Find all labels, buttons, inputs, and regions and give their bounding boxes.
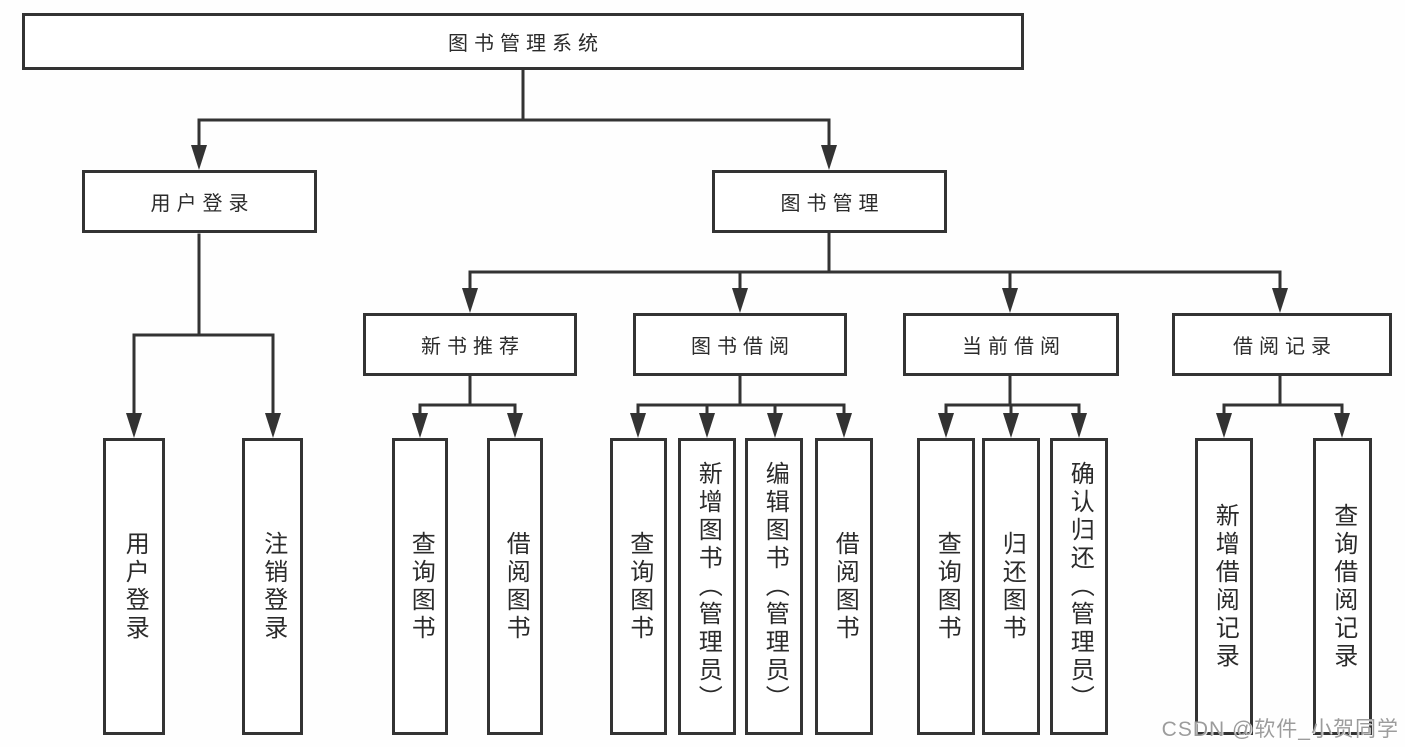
arrowhead-icon bbox=[938, 413, 954, 438]
node-label: 编辑图书（管理员） bbox=[761, 460, 789, 713]
node-root-library-system: 图书管理系统 bbox=[22, 13, 1024, 70]
arrowhead-icon bbox=[1002, 288, 1018, 313]
leaf-edit-books-admin: 编辑图书（管理员） bbox=[745, 438, 803, 735]
node-label: 新增借阅记录 bbox=[1211, 502, 1239, 671]
node-label: 用户登录 bbox=[121, 530, 149, 643]
leaf-query-borrow-record: 查询借阅记录 bbox=[1313, 438, 1372, 735]
leaf-query-books-current: 查询图书 bbox=[917, 438, 975, 735]
arrowhead-icon bbox=[265, 413, 281, 438]
arrowhead-icon bbox=[1003, 413, 1019, 438]
node-label: 查询借阅记录 bbox=[1329, 502, 1357, 671]
node-label: 归还图书 bbox=[998, 530, 1026, 643]
arrowhead-icon bbox=[732, 288, 748, 313]
node-book-management: 图书管理 bbox=[712, 170, 947, 233]
node-borrowing-records: 借阅记录 bbox=[1172, 313, 1392, 376]
node-label: 借阅图书 bbox=[831, 530, 859, 643]
leaf-query-books-borrow: 查询图书 bbox=[610, 438, 667, 735]
node-label: 查询图书 bbox=[625, 530, 653, 643]
leaf-borrow-books: 借阅图书 bbox=[815, 438, 873, 735]
node-label: 图书管理系统 bbox=[448, 33, 604, 55]
node-label: 新书推荐 bbox=[421, 336, 525, 358]
node-book-borrowing: 图书借阅 bbox=[633, 313, 847, 376]
arrowhead-icon bbox=[821, 145, 837, 170]
leaf-borrow-books-recommend: 借阅图书 bbox=[487, 438, 543, 735]
leaf-user-login: 用户登录 bbox=[103, 438, 165, 735]
node-label: 新增图书（管理员） bbox=[694, 460, 722, 713]
arrowhead-icon bbox=[1216, 413, 1232, 438]
arrowhead-icon bbox=[1334, 413, 1350, 438]
arrowhead-icon bbox=[836, 413, 852, 438]
arrowhead-icon bbox=[1272, 288, 1288, 313]
arrowhead-icon bbox=[191, 145, 207, 170]
leaf-return-books: 归还图书 bbox=[982, 438, 1040, 735]
arrowhead-icon bbox=[507, 413, 523, 438]
node-new-book-recommend: 新书推荐 bbox=[363, 313, 577, 376]
arrowhead-icon bbox=[412, 413, 428, 438]
node-label: 用户登录 bbox=[150, 193, 255, 215]
leaf-confirm-return-admin: 确认归还（管理员） bbox=[1050, 438, 1108, 735]
node-label: 借阅图书 bbox=[502, 530, 530, 643]
arrowhead-icon bbox=[126, 413, 142, 438]
node-user-login: 用户登录 bbox=[82, 170, 317, 233]
tree-edges bbox=[132, 68, 1344, 416]
node-current-borrowing: 当前借阅 bbox=[903, 313, 1119, 376]
arrowheads bbox=[126, 145, 1350, 438]
leaf-add-books-admin: 新增图书（管理员） bbox=[678, 438, 736, 735]
node-label: 借阅记录 bbox=[1233, 336, 1337, 358]
csdn-watermark: CSDN @软件_小贺同学 bbox=[1161, 718, 1399, 741]
leaf-query-books-recommend: 查询图书 bbox=[392, 438, 448, 735]
node-label: 图书借阅 bbox=[691, 336, 795, 358]
leaf-add-borrow-record: 新增借阅记录 bbox=[1195, 438, 1253, 735]
arrowhead-icon bbox=[1071, 413, 1087, 438]
node-label: 当前借阅 bbox=[962, 336, 1066, 358]
arrowhead-icon bbox=[462, 288, 478, 313]
leaf-logout: 注销登录 bbox=[242, 438, 303, 735]
node-label: 图书管理 bbox=[780, 193, 885, 215]
arrowhead-icon bbox=[699, 413, 715, 438]
arrowhead-icon bbox=[767, 413, 783, 438]
node-label: 查询图书 bbox=[933, 530, 961, 643]
node-label: 确认归还（管理员） bbox=[1066, 460, 1094, 713]
node-label: 注销登录 bbox=[259, 530, 287, 643]
arrowhead-icon bbox=[630, 413, 646, 438]
node-label: 查询图书 bbox=[407, 530, 435, 643]
